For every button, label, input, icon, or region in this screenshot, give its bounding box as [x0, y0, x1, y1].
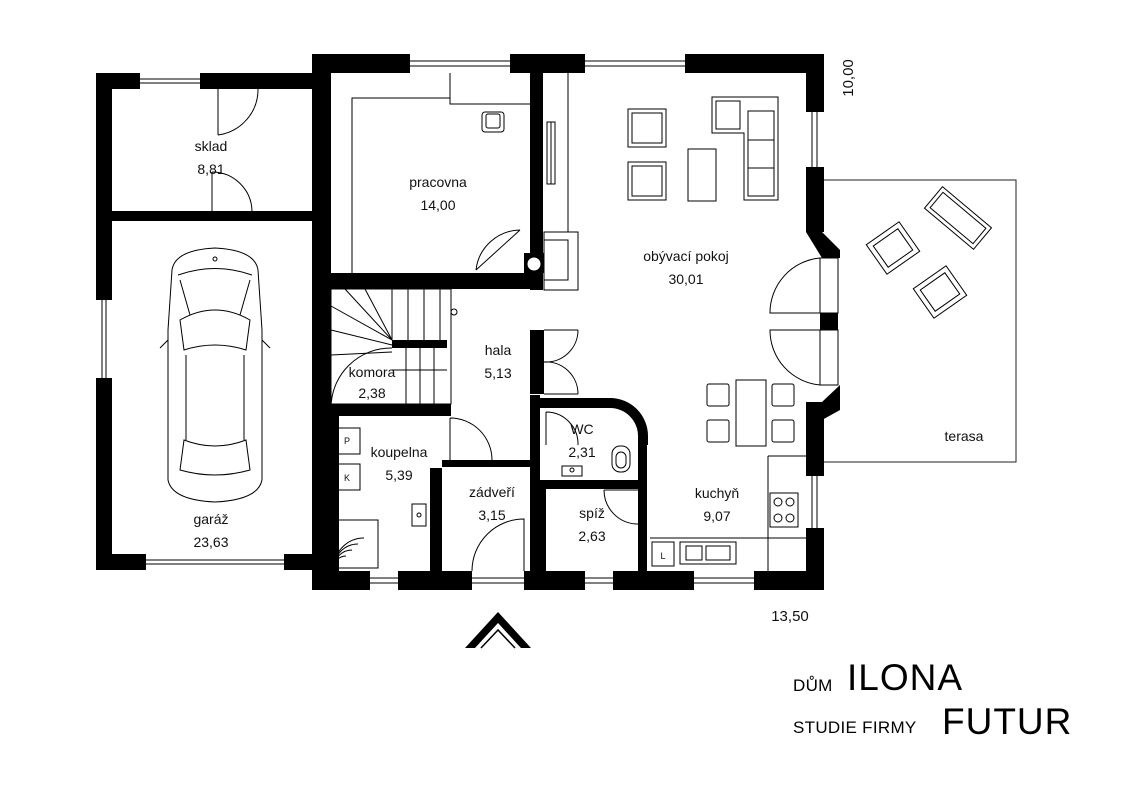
room-name-kuchyn: kuchyň — [695, 485, 739, 501]
room-name-spiz: spíž — [579, 505, 605, 521]
wc-curved-wall — [540, 398, 648, 445]
room-name-hala: hala — [485, 342, 512, 358]
room-name-obyvaci: obývací pokoj — [643, 248, 729, 264]
room-name-pracovna: pracovna — [409, 174, 467, 190]
living-furniture — [627, 96, 779, 202]
fixture-k-label: K — [344, 473, 350, 483]
fixture-l-label: L — [660, 551, 665, 561]
kitchen-fixtures — [650, 455, 806, 571]
room-area-komora: 2,38 — [358, 385, 385, 401]
bathroom-fixtures — [331, 427, 427, 569]
room-area-koupelna: 5,39 — [385, 467, 412, 483]
room-name-garaz: garáž — [193, 511, 228, 527]
terrace-outline — [819, 179, 1017, 463]
room-name-terasa: terasa — [945, 428, 984, 444]
room-area-pracovna: 14,00 — [420, 197, 455, 213]
terrace-furniture — [865, 186, 993, 319]
room-area-spiz: 2,63 — [578, 528, 605, 544]
dimension-depth: 10,00 — [840, 59, 857, 97]
title-studie-label: STUDIE FIRMY — [793, 718, 917, 737]
room-name-sklad: sklad — [195, 138, 228, 154]
chimney — [524, 231, 579, 291]
fixture-p-label: P — [344, 436, 350, 446]
room-area-kuchyn: 9,07 — [703, 508, 730, 524]
room-name-wc: WC — [570, 421, 593, 437]
room-area-zadveri: 3,15 — [478, 507, 505, 523]
windows — [96, 54, 840, 590]
room-area-garaz: 23,63 — [193, 534, 228, 550]
dimension-width: 13,50 — [771, 608, 809, 625]
room-name-zadveri: zádveří — [469, 484, 515, 500]
room-name-komora: komora — [349, 364, 396, 380]
room-name-koupelna: koupelna — [371, 444, 428, 460]
office-furniture — [351, 73, 569, 273]
dining-set — [706, 379, 795, 447]
title-studie-name: FUTUR — [942, 701, 1073, 742]
doors — [211, 88, 821, 572]
title-dum-name: ILONA — [847, 657, 964, 698]
title-dum-label: DŮM — [793, 676, 833, 695]
room-area-wc: 2,31 — [568, 444, 595, 460]
room-area-sklad: 8,81 — [197, 161, 224, 177]
room-area-hala: 5,13 — [484, 365, 511, 381]
staircase — [330, 288, 458, 409]
entrance-arrow-icon — [465, 612, 531, 649]
wc-fixtures — [561, 445, 631, 477]
car-icon — [159, 247, 271, 503]
room-area-obyvaci: 30,01 — [668, 271, 703, 287]
